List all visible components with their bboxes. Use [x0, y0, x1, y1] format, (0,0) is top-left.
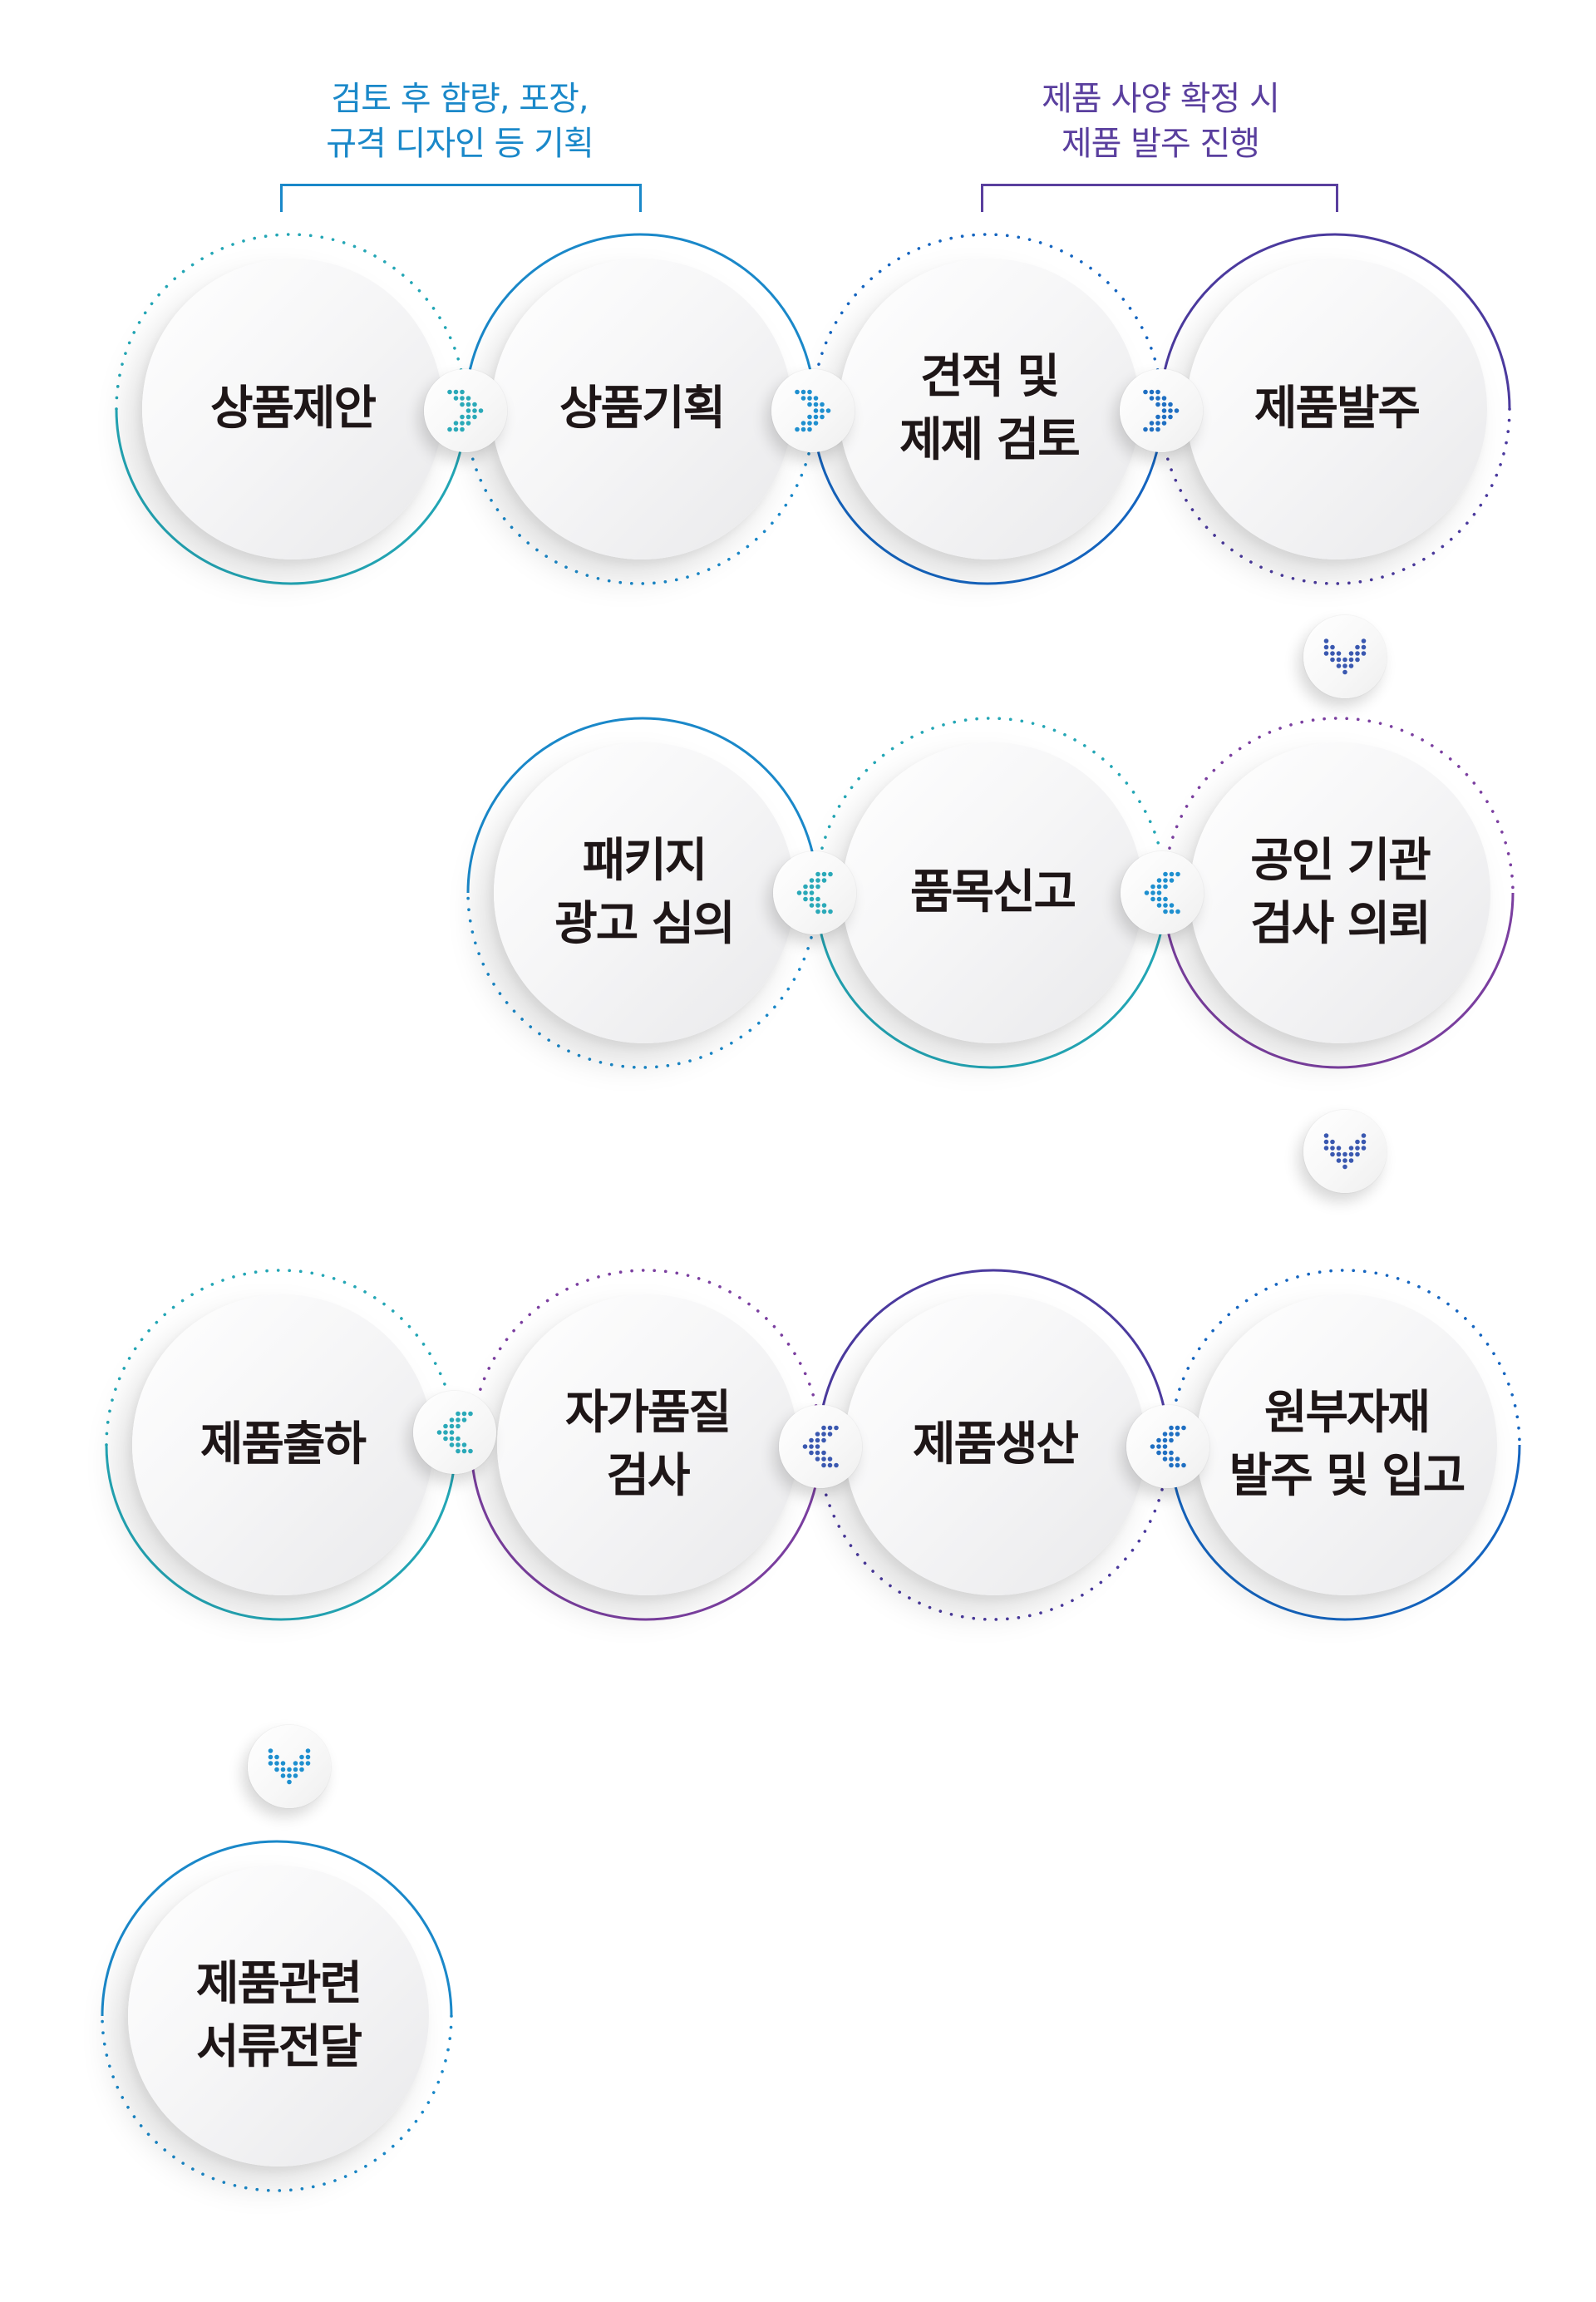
connector-down — [248, 1725, 331, 1808]
step-label: 제품발주 — [1254, 377, 1421, 441]
connector-left — [779, 1405, 862, 1488]
annotation-line: 규격 디자인 등 기획 — [326, 125, 594, 163]
connector-right — [1120, 369, 1203, 452]
step-ring — [99, 1838, 455, 2197]
step-ring — [103, 1267, 459, 1626]
connector-down — [1303, 1110, 1387, 1193]
step-9: 제품생산 — [845, 1294, 1145, 1595]
step-ring — [468, 1267, 824, 1626]
step-label-line: 발주 및 입고 — [1229, 1449, 1466, 1503]
step-label-line: 견적 및 — [919, 350, 1060, 404]
step-label-line: 공인 기관 — [1250, 834, 1431, 888]
step-ring — [1167, 1267, 1523, 1626]
connector-right — [771, 369, 855, 452]
chevron-down-dots-icon — [264, 1742, 314, 1792]
connector-left — [1121, 851, 1204, 934]
chevron-down-dots-icon — [1320, 1126, 1370, 1176]
step-label-line: 제품관련 — [195, 1957, 362, 2011]
step-label: 제품출하 — [200, 1413, 367, 1476]
connector-left — [773, 851, 856, 934]
chevron-left-dots-icon — [1143, 1422, 1193, 1471]
step-label-line: 제품발주 — [1254, 382, 1421, 436]
step-label-line: 원부자재 — [1264, 1386, 1431, 1440]
step-label-line: 제품출하 — [200, 1417, 367, 1471]
chevron-left-dots-icon — [430, 1407, 480, 1457]
step-label-line: 자가품질 — [564, 1386, 732, 1440]
step-label: 상품기획 — [559, 377, 726, 441]
step-label-line: 검사 — [606, 1449, 690, 1503]
step-label-line: 검사 의뢰 — [1250, 897, 1431, 951]
annotation-line: 제품 발주 진행 — [1061, 125, 1260, 163]
step-ring — [113, 231, 469, 590]
connector-left — [413, 1391, 496, 1474]
chevron-left-dots-icon — [790, 868, 840, 918]
annotation-line: 검토 후 함량, 포장, — [331, 80, 589, 118]
annotation-planning: 검토 후 함량, 포장, 규격 디자인 등 기획 — [280, 76, 639, 166]
step-label-line: 제제 검토 — [899, 413, 1081, 467]
chevron-right-dots-icon — [441, 386, 490, 436]
step-label-line: 광고 심의 — [554, 897, 736, 951]
step-label-line: 상품기획 — [559, 382, 726, 436]
step-ring — [465, 715, 820, 1074]
step-ring — [815, 1267, 1171, 1626]
step-1: 상품제안 — [142, 259, 443, 559]
step-label-line: 서류전달 — [195, 2020, 362, 2074]
step-label: 상품제안 — [209, 377, 377, 441]
step-4: 제품발주 — [1186, 259, 1487, 559]
chevron-left-dots-icon — [1137, 868, 1187, 918]
connector-right — [424, 369, 507, 452]
step-label: 품목신고 — [909, 861, 1076, 924]
step-ring — [810, 231, 1165, 590]
step-6: 품목신고 — [842, 742, 1143, 1043]
step-ring — [1160, 715, 1516, 1074]
chevron-down-dots-icon — [1320, 632, 1370, 682]
step-label: 제품생산 — [912, 1413, 1079, 1476]
step-ring — [462, 231, 818, 590]
step-ring — [1157, 231, 1513, 590]
connector-left — [1126, 1405, 1209, 1488]
step-label-line: 품목신고 — [909, 865, 1076, 919]
annotation-line: 제품 사양 확정 시 — [1042, 80, 1280, 118]
step-11: 제품출하 — [132, 1294, 433, 1595]
bracket-ordering — [981, 184, 1338, 212]
connector-down — [1303, 615, 1387, 698]
step-2: 상품기획 — [491, 259, 792, 559]
step-ring — [813, 715, 1169, 1074]
step-label-line: 제품생산 — [912, 1417, 1079, 1471]
chevron-right-dots-icon — [1136, 386, 1186, 436]
step-label-line: 패키지 — [582, 834, 708, 888]
chevron-left-dots-icon — [796, 1422, 845, 1471]
annotation-ordering: 제품 사양 확정 시 제품 발주 진행 — [981, 76, 1340, 166]
chevron-right-dots-icon — [788, 386, 838, 436]
step-label-line: 상품제안 — [209, 382, 377, 436]
bracket-planning — [280, 184, 642, 212]
